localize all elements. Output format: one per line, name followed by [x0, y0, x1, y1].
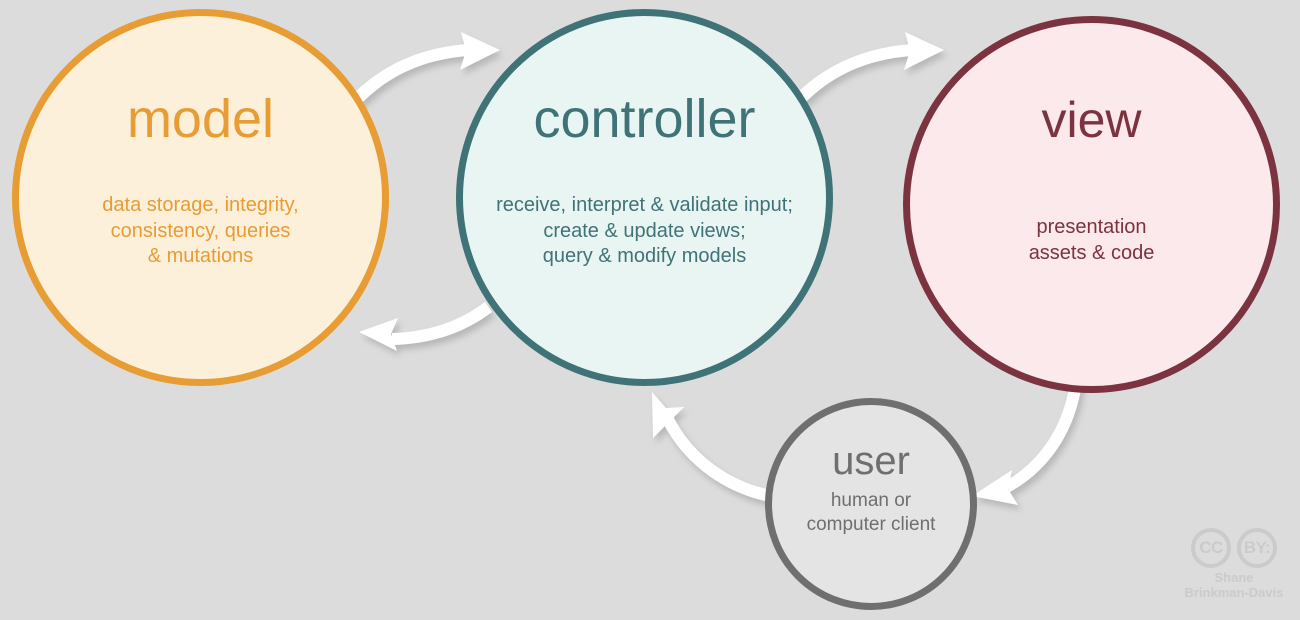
creative-commons-badges: CC BY: — [1176, 528, 1292, 568]
creative-commons-icon: CC — [1191, 528, 1231, 568]
node-model[interactable]: model data storage, integrity, consisten… — [12, 9, 389, 386]
arrow-view-to-user — [972, 381, 1082, 505]
node-controller-title: controller — [533, 89, 756, 149]
attribution-by-icon: BY: — [1237, 528, 1277, 568]
arrow-controller-to-model — [359, 302, 492, 351]
node-view-description: presentation assets & code — [1028, 216, 1155, 264]
node-user[interactable]: user human or computer client — [765, 398, 977, 610]
arrow-controller-to-view — [795, 32, 944, 104]
author-name: Shane Brinkman-Davis — [1184, 570, 1284, 600]
arrow-user-to-controller — [652, 392, 772, 502]
node-model-description: data storage, integrity, consistency, qu… — [102, 194, 299, 268]
node-user-title: user — [832, 439, 910, 483]
node-view[interactable]: view presentation assets & code — [903, 16, 1280, 393]
arrow-model-to-controller — [352, 32, 500, 104]
node-model-title: model — [126, 89, 275, 149]
node-user-description: human or computer client — [806, 490, 936, 536]
node-controller-description: receive, interpret & validate input; cre… — [496, 194, 793, 268]
node-controller[interactable]: controller receive, interpret & validate… — [456, 9, 833, 386]
node-view-title: view — [1041, 92, 1142, 148]
attribution-block: CC BY: Shane Brinkman-Davis — [1176, 528, 1292, 601]
